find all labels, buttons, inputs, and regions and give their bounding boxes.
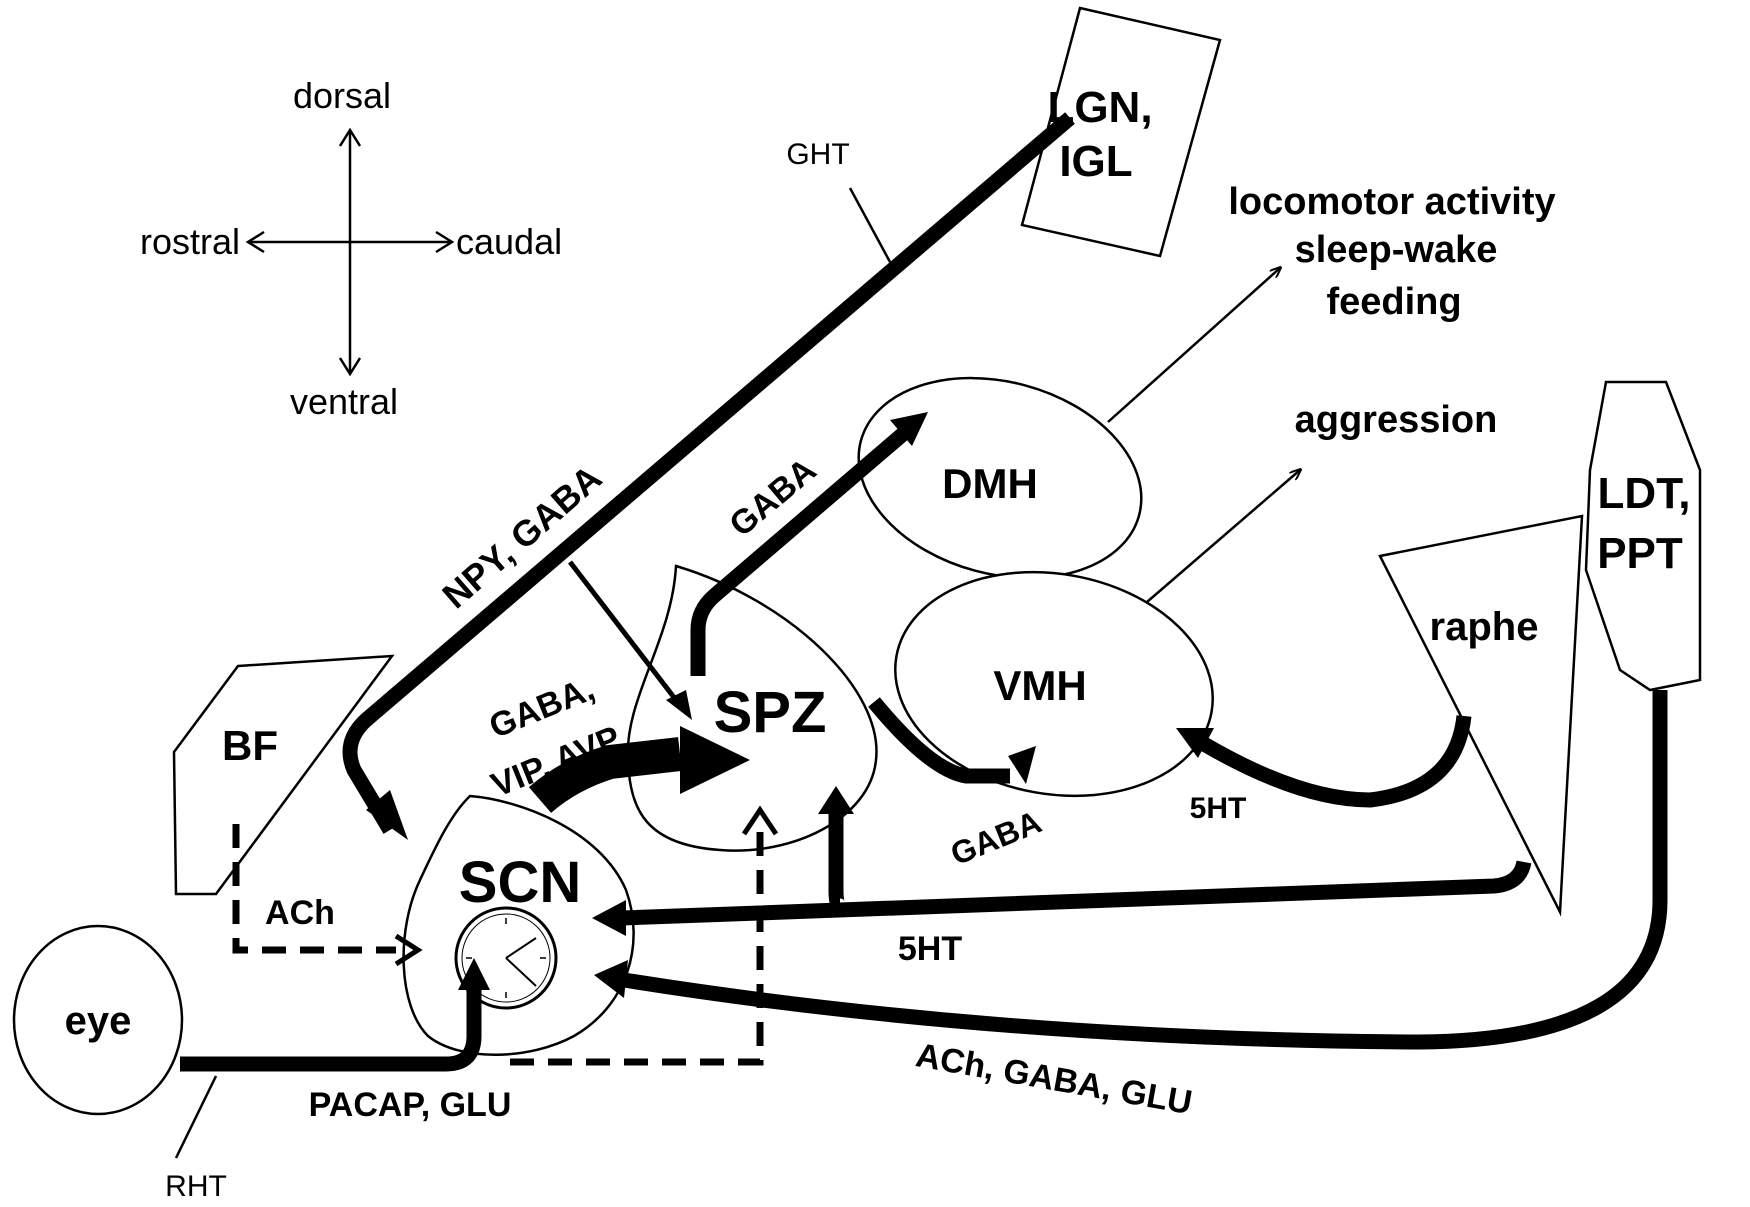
- arrow-dmh-to-behaviour: [1107, 268, 1280, 423]
- arrowhead-raphe-to-vmh: [1176, 728, 1214, 758]
- label-scn: SCN: [459, 850, 581, 915]
- label-gaba-dmh: GABA: [722, 451, 823, 544]
- vmh-region: [894, 570, 1214, 798]
- ldt-ppt-region: [1584, 380, 1702, 692]
- raphe-region: [1378, 514, 1584, 917]
- projection-raphe-to-vmh: [1200, 715, 1472, 808]
- arrowhead-scn-to-spz: [680, 726, 750, 794]
- label-ght: GHT: [786, 138, 849, 171]
- eye-region: [12, 924, 184, 1116]
- label-eye: eye: [65, 999, 132, 1043]
- label-ldt-line1: LDT,: [1598, 469, 1691, 518]
- dmh-region: [857, 376, 1143, 580]
- label-caudal: caudal: [456, 221, 562, 262]
- arrowhead-branch-to-spz: [666, 690, 692, 720]
- arrowhead-eye-to-scn: [458, 958, 490, 990]
- label-bf: BF: [222, 722, 278, 769]
- projection-raphe-to-scn: [621, 860, 1532, 926]
- label-aggression: aggression: [1295, 399, 1498, 441]
- label-ldt-line2: PPT: [1597, 529, 1683, 578]
- label-5ht-vmh: 5HT: [1190, 792, 1247, 825]
- label-dorsal: dorsal: [293, 75, 391, 116]
- label-dmh: DMH: [942, 460, 1038, 507]
- projection-bf-to-scn: [232, 824, 396, 954]
- arrowhead-ldt-to-scn: [594, 960, 628, 998]
- lgn-igl-region: [1020, 6, 1222, 258]
- projection-spz-to-vmh: [868, 697, 1010, 784]
- arrowhead-spz-to-vmh: [1008, 746, 1036, 784]
- projection-scn-to-spz: [528, 737, 682, 814]
- label-feeding: feeding: [1326, 281, 1461, 323]
- projection-raphe-branch-to-spz: [828, 812, 845, 914]
- arrowhead-raphe-branch-to-spz: [818, 786, 854, 814]
- label-pacap-glu: PACAP, GLU: [309, 1086, 512, 1124]
- label-locomotor-activity: locomotor activity: [1228, 181, 1555, 223]
- label-ach-gaba-glu: ACh, GABA, GLU: [913, 1036, 1195, 1122]
- projection-spz-to-dmh: [690, 422, 915, 676]
- bf-region: [172, 654, 395, 896]
- projection-lgn-to-scn: [342, 112, 1075, 834]
- label-lgn-line1: LGN,: [1047, 83, 1152, 132]
- projection-ldt-to-scn: [622, 690, 1668, 1050]
- projection-eye-to-scn: [180, 984, 482, 1072]
- compass-arrowhead-ventral: [338, 357, 362, 377]
- label-lgn-line2: IGL: [1059, 137, 1132, 186]
- label-rht: RHT: [165, 1170, 227, 1203]
- compass-arrowhead-dorsal: [338, 127, 362, 147]
- arrowhead-bf-to-scn: [394, 933, 423, 967]
- pointer-ght: [848, 187, 892, 263]
- arrowhead-dashed-to-spz: [741, 805, 779, 836]
- label-ventral: ventral: [290, 381, 398, 422]
- label-vmh: VMH: [993, 662, 1086, 709]
- compass-arrowhead-caudal: [435, 230, 455, 254]
- compass-arrowhead-rostral: [245, 230, 265, 254]
- orientation-compass: dorsal ventral rostral caudal: [140, 75, 562, 422]
- label-sleep-wake: sleep-wake: [1295, 229, 1498, 271]
- label-raphe: raphe: [1430, 605, 1539, 649]
- label-5ht-scn: 5HT: [898, 930, 962, 968]
- label-rostral: rostral: [140, 221, 240, 262]
- arrowhead-lgn-to-scn: [366, 790, 408, 840]
- arrowhead-spz-to-dmh: [890, 412, 928, 446]
- arrowhead-raphe-to-scn: [592, 900, 626, 936]
- arrow-vmh-to-aggression: [1139, 470, 1300, 609]
- label-gaba-vmh: GABA: [945, 803, 1046, 872]
- label-spz: SPZ: [714, 680, 827, 745]
- label-ach-bf: ACh: [265, 894, 335, 932]
- pointer-rht: [174, 1075, 218, 1159]
- projection-npy-branch-to-spz: [568, 560, 678, 702]
- projection-scn-to-spz-dashed: [510, 828, 764, 1066]
